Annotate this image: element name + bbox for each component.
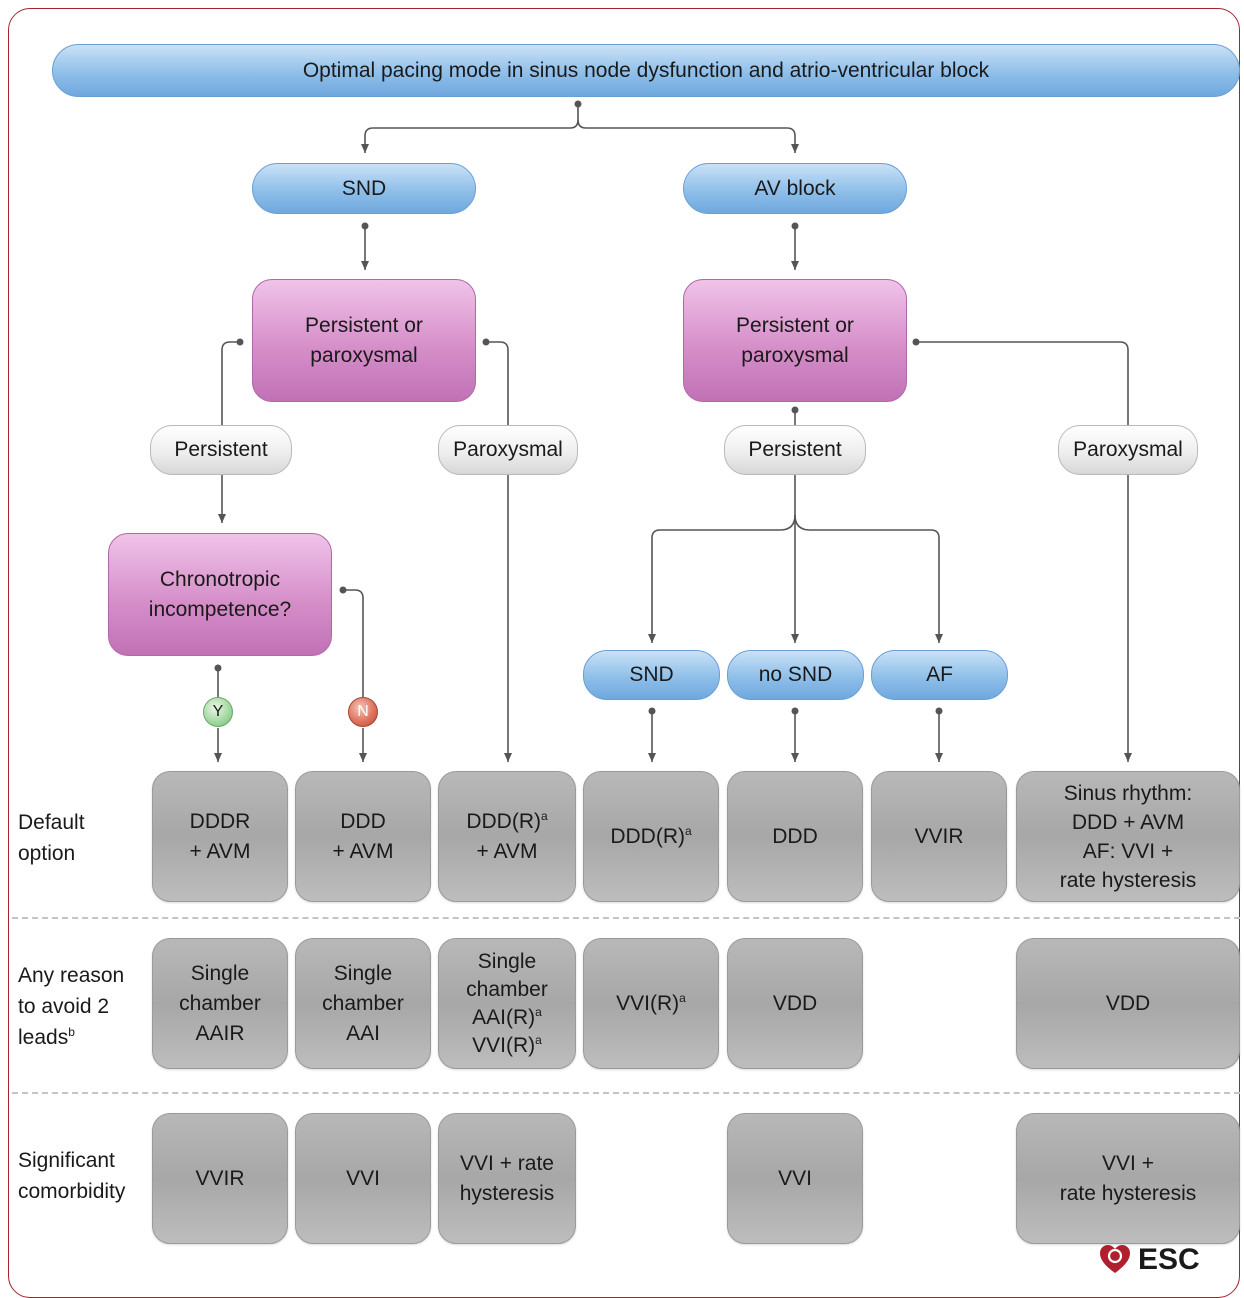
row-label-default: Default option — [18, 811, 85, 865]
row-separator — [12, 917, 1240, 919]
avoid-two-leads-col3: Single chamber AAI(R)a VVI(R)a — [438, 938, 576, 1069]
snd-branch-node: SND — [252, 163, 476, 214]
snd-paroxysmal-pill: Paroxysmal — [438, 425, 578, 475]
comorbidity-col7: VVI + rate hysteresis — [1016, 1113, 1240, 1244]
esc-logo-text: ESC — [1138, 1243, 1200, 1276]
av-persistent-pill: Persistent — [724, 425, 866, 475]
yes-label: Y — [212, 703, 224, 720]
av-block-branch-node: AV block — [683, 163, 907, 214]
no-badge: N — [348, 697, 378, 727]
default-option-col5: DDD — [727, 771, 863, 902]
row-label-comorbidity: Significant comorbidity — [18, 1149, 126, 1203]
comorbidity-col5: VVI — [727, 1113, 863, 1244]
row-label-avoid-two-leads: Any reason to avoid 2 leadsb — [18, 964, 125, 1049]
esc-heart-icon — [1100, 1245, 1130, 1273]
av-paroxysmal-pill: Paroxysmal — [1058, 425, 1198, 475]
sub-snd-label: SND — [629, 663, 674, 686]
snd-persistent-pill: Persistent — [150, 425, 292, 475]
default-option-col7: Sinus rhythm: DDD + AVM AF: VVI + rate h… — [1016, 771, 1240, 902]
avoid-two-leads-col4: VVI(R)a — [583, 938, 719, 1069]
avoid-two-leads-col2: Single chamber AAI — [295, 938, 431, 1069]
row-separator — [12, 1092, 1240, 1094]
esc-logo: ESC — [1098, 1243, 1200, 1277]
snd-persistence-label: Persistent or paroxysmal — [305, 313, 423, 367]
sub-no-snd-label: no SND — [758, 663, 833, 686]
av-persistence-label: Persistent or paroxysmal — [736, 313, 854, 367]
default-option-col3: DDD(R)a + AVM — [438, 771, 576, 902]
no-label: N — [357, 703, 369, 720]
sub-af-label: AF — [926, 663, 953, 686]
av-paroxysmal-label: Paroxysmal — [1073, 438, 1183, 461]
default-option-col2: DDD + AVM — [295, 771, 431, 902]
chronotropic-label: Chronotropic incompetence? — [148, 567, 292, 621]
sub-no-snd-node: no SND — [727, 650, 864, 700]
default-option-col1: DDDR + AVM — [152, 771, 288, 902]
yes-badge: Y — [203, 697, 233, 727]
comorbidity-col1: VVIR — [152, 1113, 288, 1244]
avoid-two-leads-col7: VDD — [1016, 938, 1240, 1069]
av-block-branch-label: AV block — [754, 176, 836, 200]
av-persistence-decision: Persistent or paroxysmal — [683, 279, 907, 402]
snd-persistence-decision: Persistent or paroxysmal — [252, 279, 476, 402]
avoid-two-leads-col5: VDD — [727, 938, 863, 1069]
comorbidity-col2: VVI — [295, 1113, 431, 1244]
diagram-title: Optimal pacing mode in sinus node dysfun… — [302, 58, 990, 82]
sub-snd-node: SND — [583, 650, 720, 700]
comorbidity-col3: VVI + rate hysteresis — [438, 1113, 576, 1244]
snd-persistent-label: Persistent — [174, 438, 268, 461]
default-option-col6: VVIR — [871, 771, 1007, 902]
title-node: Optimal pacing mode in sinus node dysfun… — [52, 44, 1240, 97]
chronotropic-decision: Chronotropic incompetence? — [108, 533, 332, 656]
snd-paroxysmal-label: Paroxysmal — [453, 438, 563, 461]
avoid-two-leads-col1: Single chamber AAIR — [152, 938, 288, 1069]
sub-af-node: AF — [871, 650, 1008, 700]
snd-branch-label: SND — [341, 176, 387, 200]
default-option-col4: DDD(R)a — [583, 771, 719, 902]
av-persistent-label: Persistent — [748, 438, 842, 461]
